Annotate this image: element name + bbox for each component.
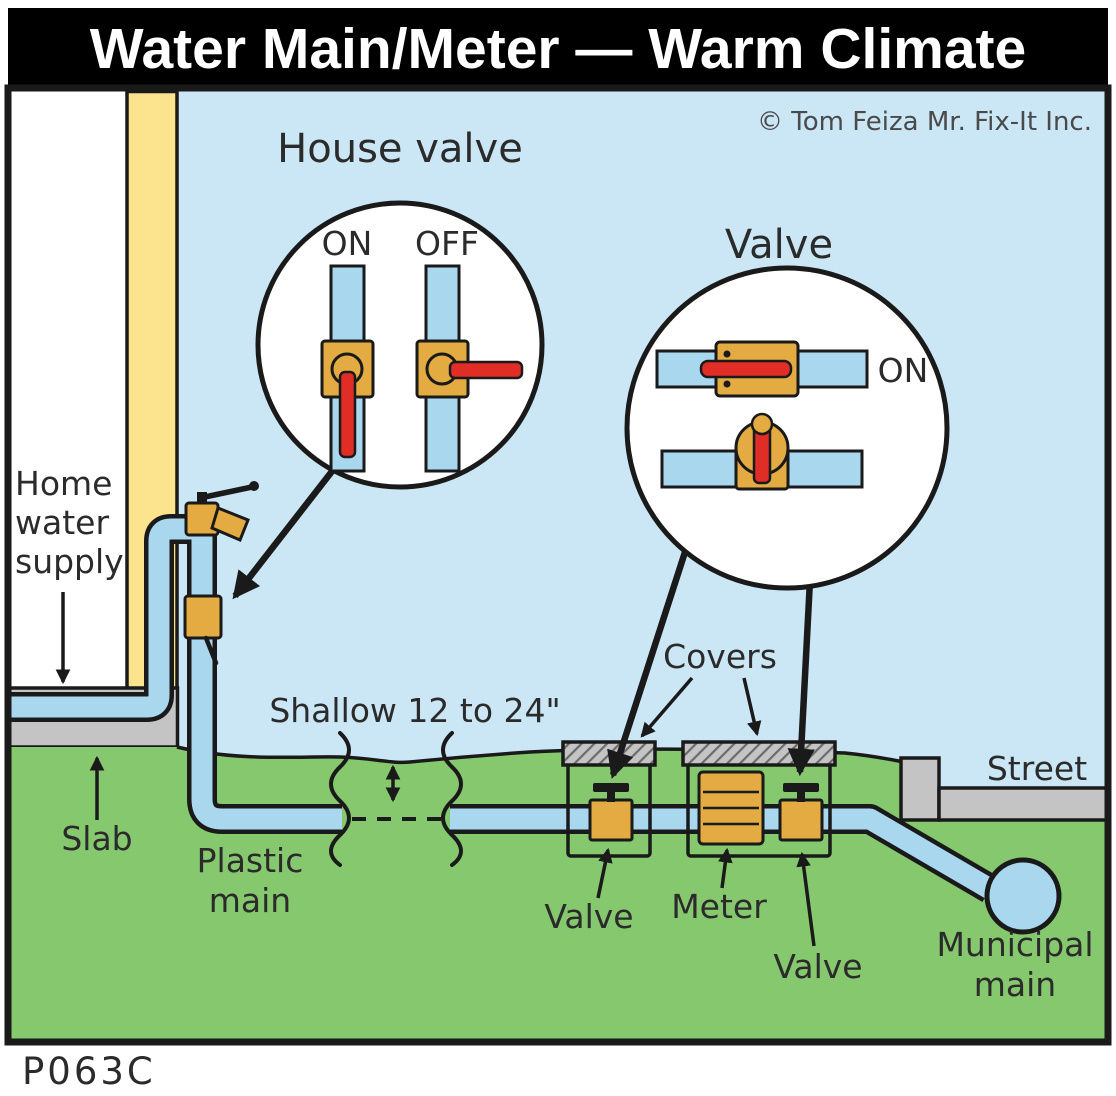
callout-circle [624,265,950,591]
home-water-supply-label: Home water supply [15,464,124,685]
shallow-depth-label: Shallow 12 to 24" [269,691,561,803]
valve-stem [607,790,615,802]
label-line: Slab [61,819,132,858]
faucet-spout [210,505,250,542]
valve-handle-off [448,360,524,380]
house [11,91,179,693]
street [899,756,1105,822]
meter-arrow [718,847,733,889]
label-line: Home [15,464,112,503]
copyright-text: © Tom Feiza Mr. Fix-It Inc. [757,107,1092,137]
title-bar-background [8,8,1108,88]
label-line: main [209,881,291,920]
municipal-main-label: Municipal main [936,925,1093,1004]
valve-handle-inline [699,359,793,379]
slab-label: Slab [61,755,133,858]
off-label: OFF [415,224,479,263]
cover-left [561,740,657,767]
cover-right [681,740,837,767]
valve-bolt [723,380,731,388]
valve-callout-arrow-left [607,548,690,779]
valve-right-label: Valve [773,851,863,986]
meter-label: Meter [671,847,767,926]
label-line: water [15,503,109,542]
house-valve-lever [203,635,219,666]
title-bar: Water Main/Meter — Warm Climate [8,8,1108,88]
road-surface [937,786,1105,822]
house-valve-body [183,594,223,640]
valve-body [778,798,824,842]
valve-left-arrow [596,847,613,899]
part-code: P063C [22,1050,156,1093]
plastic-main-label: Plastic main [197,841,304,920]
label-line: Valve [544,897,633,936]
supply-pipe [11,518,201,718]
valve-stem [797,790,805,802]
label-line: Covers [663,637,777,676]
label-line: Valve [773,947,862,986]
faucet-handle-knob [249,481,259,491]
break-squiggle-right [441,731,463,867]
municipal-main-pipe [984,857,1062,935]
valve-right-arrow [796,851,816,947]
valve-t-handle [783,783,819,792]
street-label: Street [987,749,1087,788]
house-valve [183,594,223,666]
covers-label: Covers [640,637,777,738]
valve-handle-on [338,370,357,459]
curb [899,756,941,822]
valve-callout-arrow-right [787,579,815,777]
water-pipes [11,512,998,902]
house-valve-callout-title: House valve [277,126,523,172]
valve-t-handle [593,783,629,792]
buried-valve-callout: ON [624,265,950,591]
label-line: Meter [671,887,767,926]
buried-valve-right [778,783,824,842]
hose-bib [184,481,259,542]
buried-valve-callout-title: Valve [725,222,833,268]
valve-cap [750,412,774,436]
label-line: Shallow 12 to 24" [269,691,560,730]
buried-valve-left [588,783,634,842]
valve-left-label: Valve [544,847,634,936]
label-line: main [974,965,1056,1004]
house-interior-wall [11,91,128,692]
on-label: ON [878,351,929,390]
valve-body [588,798,634,842]
on-label: ON [322,224,373,263]
valve-bolt [723,350,731,358]
covers-arrow-left [640,676,694,738]
pipe-break [329,731,463,867]
label-line: Plastic [197,841,304,880]
break-squiggle-left [329,731,351,867]
plastic-main-pipe [191,512,996,899]
scene: ON OFF House valve ON Valv [11,91,1105,1039]
covers-arrow-right [742,677,762,737]
house-valve-callout: ON OFF [255,200,545,490]
callout-circle [255,200,545,490]
water-meter [697,770,765,846]
label-line: Municipal [936,925,1093,964]
faucet-handle [197,484,255,501]
page-title: Water Main/Meter — Warm Climate [90,17,1026,81]
label-line: supply [15,542,124,581]
house-valve-callout-arrow [232,468,336,600]
